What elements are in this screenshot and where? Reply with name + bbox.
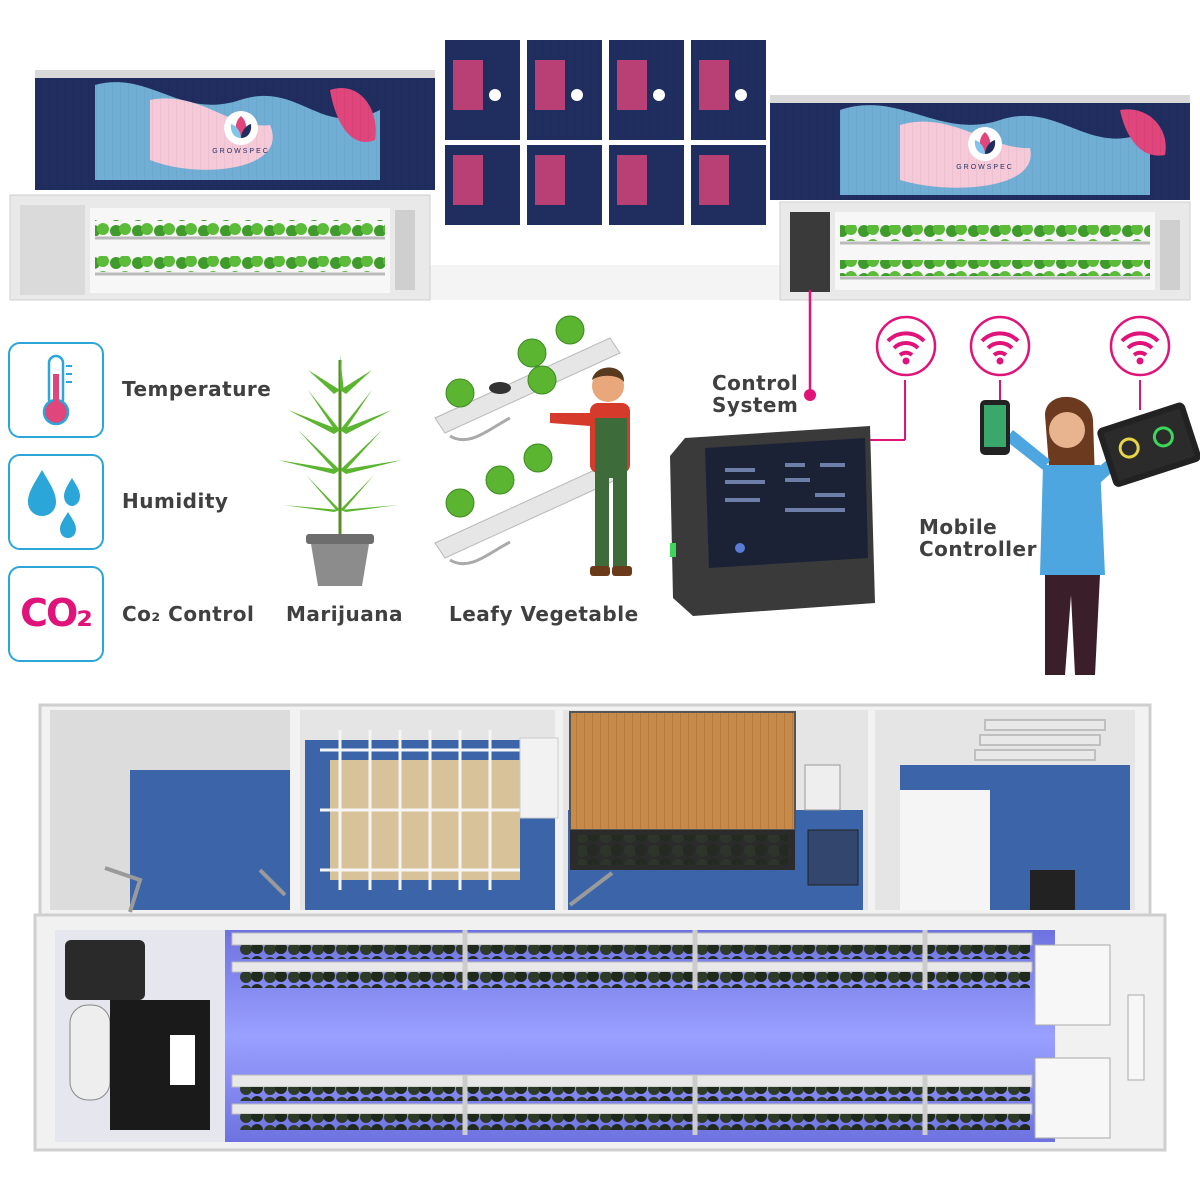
humidity-icon-box [8, 454, 104, 550]
stacked-mini-containers [430, 40, 780, 300]
logo-icon [224, 111, 258, 145]
marijuana-label: Marijuana [286, 602, 403, 626]
container-floor-plan [33, 703, 1167, 1152]
co2-icon-box: CO₂ [8, 566, 104, 662]
temperature-label: Temperature [122, 377, 272, 401]
mobile-controller-label-1: Mobile [919, 515, 998, 539]
leafy-vegetable-icon [434, 315, 632, 576]
humidity-label: Humidity [122, 489, 229, 513]
wifi-icon [1109, 315, 1171, 377]
logo-text: GROWSPEC [956, 164, 1014, 171]
logo-icon [968, 127, 1002, 161]
wifi-icon [969, 315, 1031, 377]
leafy-vegetable-label: Leafy Vegetable [449, 602, 639, 626]
right-container-bottom [779, 201, 1191, 301]
wifi-icon [875, 315, 937, 377]
water-drops-icon [28, 470, 80, 538]
brand-logo-left: GROWSPEC [196, 110, 286, 155]
connector-lines [804, 290, 1141, 441]
thermometer-icon [42, 354, 72, 426]
co2-icon: CO₂ [20, 591, 93, 635]
control-system-label-2: System [712, 393, 799, 417]
control-system-label-1: Control [712, 371, 799, 395]
control-panel-device [670, 426, 875, 616]
mobile-controller-label-2: Controller [919, 537, 1037, 561]
logo-text: GROWSPEC [212, 148, 270, 155]
brand-logo-right: GROWSPEC [940, 126, 1030, 171]
cannabis-plant-icon [278, 355, 402, 586]
temperature-icon-box [8, 342, 104, 438]
mobile-controller-user [980, 396, 1200, 675]
left-container-bottom [9, 194, 431, 301]
co2-control-label: Co₂ Control [122, 602, 255, 626]
